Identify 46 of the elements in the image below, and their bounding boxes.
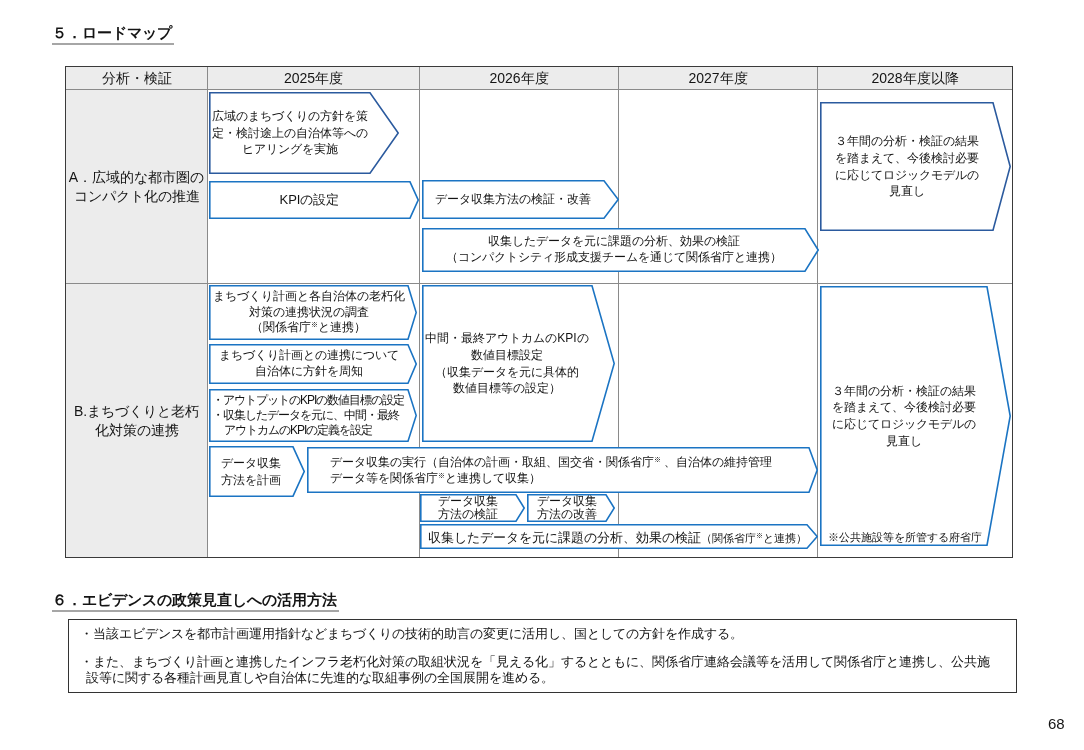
column-header: 2026年度 — [420, 67, 618, 89]
task-text: 収集したデータを元に課題の分析、効果の検証 — [428, 530, 701, 545]
bullet-text: ・当該エビデンスを都市計画運用指針などまちづくりの技術的助言の変更に活用し、国としての方針を作成する。 — [80, 626, 743, 642]
task-text: ・収集したデータを元に、中間・最終アウトカムのKPIの定義を設定 — [212, 408, 401, 438]
page-number: 68 — [1048, 715, 1065, 732]
task-box — [209, 389, 417, 442]
task-text: データ収集方法の検証 — [437, 494, 499, 522]
task-box — [209, 344, 417, 384]
task-text: ３年間の分析・検証の結果を踏まえて、今後検討必要に応じてロジックモデルの見直し — [834, 133, 979, 200]
task-text: 中間・最終アウトカムのKPIの数値目標設定 — [424, 330, 590, 364]
column-header: 2025年度 — [208, 67, 419, 89]
task-text: データ収集方法の改善 — [536, 494, 597, 522]
task-box — [422, 180, 619, 219]
task-text: KPIの設定 — [279, 191, 340, 209]
column-header: 2027年度 — [619, 67, 817, 89]
task-box — [422, 285, 615, 442]
column-header: 分析・検証 — [66, 67, 207, 89]
row-header: B.まちづくりと老朽化対策の連携 — [66, 284, 207, 557]
page-title: ５．ロードマップ — [52, 25, 174, 45]
task-text: まちづくり計画と各自治体の老朽化対策の連携状況の調査 — [212, 289, 405, 321]
task-box — [209, 285, 417, 340]
task-box — [820, 102, 1011, 231]
task-text: 広域のまちづくりの方針を策定・検討途上の自治体等へのヒアリングを実施 — [211, 108, 368, 158]
task-text: ３年間の分析・検証の結果を踏まえて、今後検討必要に応じてロジックモデルの見直し — [831, 382, 976, 450]
section-heading: ６．エビデンスの政策見直しへの活用方法 — [52, 592, 339, 612]
row-header: A．広域的な都市圏のコンパクト化の推進 — [66, 90, 207, 283]
task-box — [420, 524, 818, 549]
task-text: （関係省庁$^{※}$と連携） — [701, 532, 807, 544]
task-text: 収集したデータを元に課題の分析、効果の検証 — [487, 234, 740, 250]
task-text: データ収集方法を計画 — [220, 454, 282, 489]
task-text: データ収集の実行（自治体の計画・取組、国交省・関係省庁$^{※}$ 、自治体の維持管理データ等を関係省庁$^{※}$と連携して収集） — [330, 453, 774, 487]
task-text: まちづくり計画との連携について自治体に方針を周知 — [218, 348, 399, 380]
task-text: データ収集方法の検証・改善 — [435, 191, 591, 208]
note-box — [68, 619, 1017, 693]
column-header: 2028年度以降 — [818, 67, 1012, 89]
task-text: ・アウトプットのKPIの数値目標の設定 — [212, 393, 405, 408]
task-box — [820, 286, 1011, 546]
task-box — [422, 228, 819, 272]
bullet-text: ・また、まちづくり計画と連携したインフラ老朽化対策の取組状況を「見える化」するとともに、関係省庁連絡会議等を活用して関係省庁と連携し、公共施設等に関する各種計画見直しや自治体に先進的な取組事例の全国展開を進める。 — [80, 654, 991, 686]
task-box — [209, 181, 419, 219]
task-box — [209, 92, 399, 174]
task-text: （関係省庁$^{※}$と連携） — [251, 320, 366, 336]
task-text: （コンパクトシティ形成支援チームを通じて関係省庁と連携） — [445, 250, 782, 266]
task-box — [209, 446, 305, 497]
task-text: （収集データを元に具体的数値目標等の設定） — [434, 363, 580, 397]
footnote: ※公共施設等を所管する府省庁 — [828, 530, 982, 544]
